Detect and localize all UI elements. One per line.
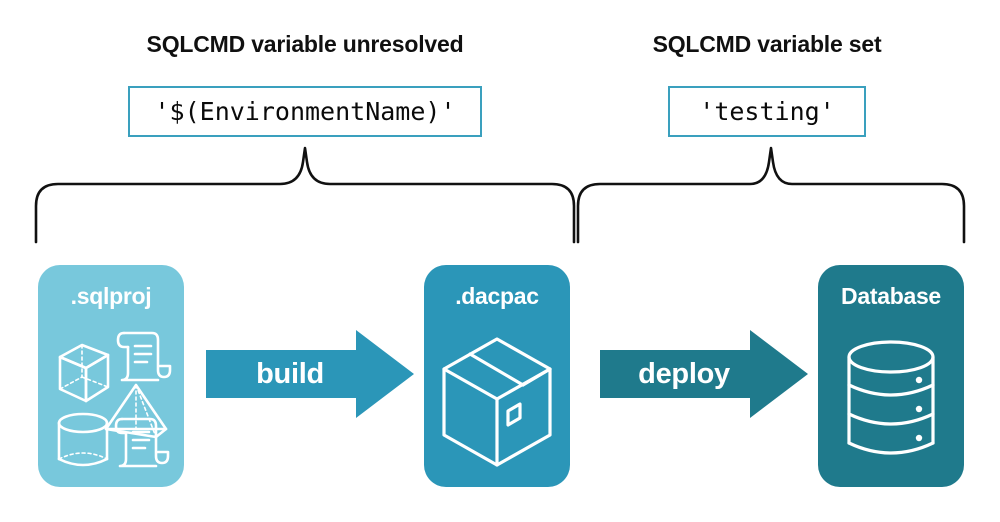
database-artwork bbox=[847, 340, 935, 455]
stage-label-dacpac: .dacpac bbox=[455, 283, 539, 309]
sqlcmd-value-box-right: 'testing' bbox=[668, 86, 866, 137]
stage-label-sqlproj: .sqlproj bbox=[70, 283, 152, 309]
scroll-icon bbox=[116, 331, 172, 382]
dacpac-artwork bbox=[442, 337, 552, 467]
arrow-build: build bbox=[206, 330, 414, 418]
arrow-build-shape bbox=[206, 330, 414, 418]
group-title-left: SQLCMD variable unresolved bbox=[146, 31, 464, 57]
scroll-icon bbox=[114, 417, 170, 468]
brace-left-icon bbox=[34, 146, 576, 244]
arrow-deploy-shape bbox=[600, 330, 808, 418]
stage-label-database: Database bbox=[841, 283, 941, 309]
sqlcmd-value-right-text: 'testing' bbox=[699, 97, 835, 126]
stage-box-dacpac: .dacpac bbox=[424, 265, 570, 487]
group-title-right: SQLCMD variable set bbox=[652, 31, 882, 57]
brace-right-icon bbox=[576, 146, 966, 244]
stage-box-database: Database bbox=[818, 265, 964, 487]
sqlproj-artwork bbox=[57, 331, 172, 468]
cylinder-icon bbox=[57, 412, 109, 467]
sqlcmd-value-box-left: '$(EnvironmentName)' bbox=[128, 86, 482, 137]
arrow-deploy: deploy bbox=[600, 330, 808, 418]
stage-box-sqlproj: .sqlproj bbox=[38, 265, 184, 487]
sqlcmd-value-left-text: '$(EnvironmentName)' bbox=[154, 97, 456, 126]
database-cylinder-icon bbox=[847, 340, 935, 455]
package-box-icon bbox=[442, 337, 552, 467]
cube-icon bbox=[58, 343, 110, 403]
